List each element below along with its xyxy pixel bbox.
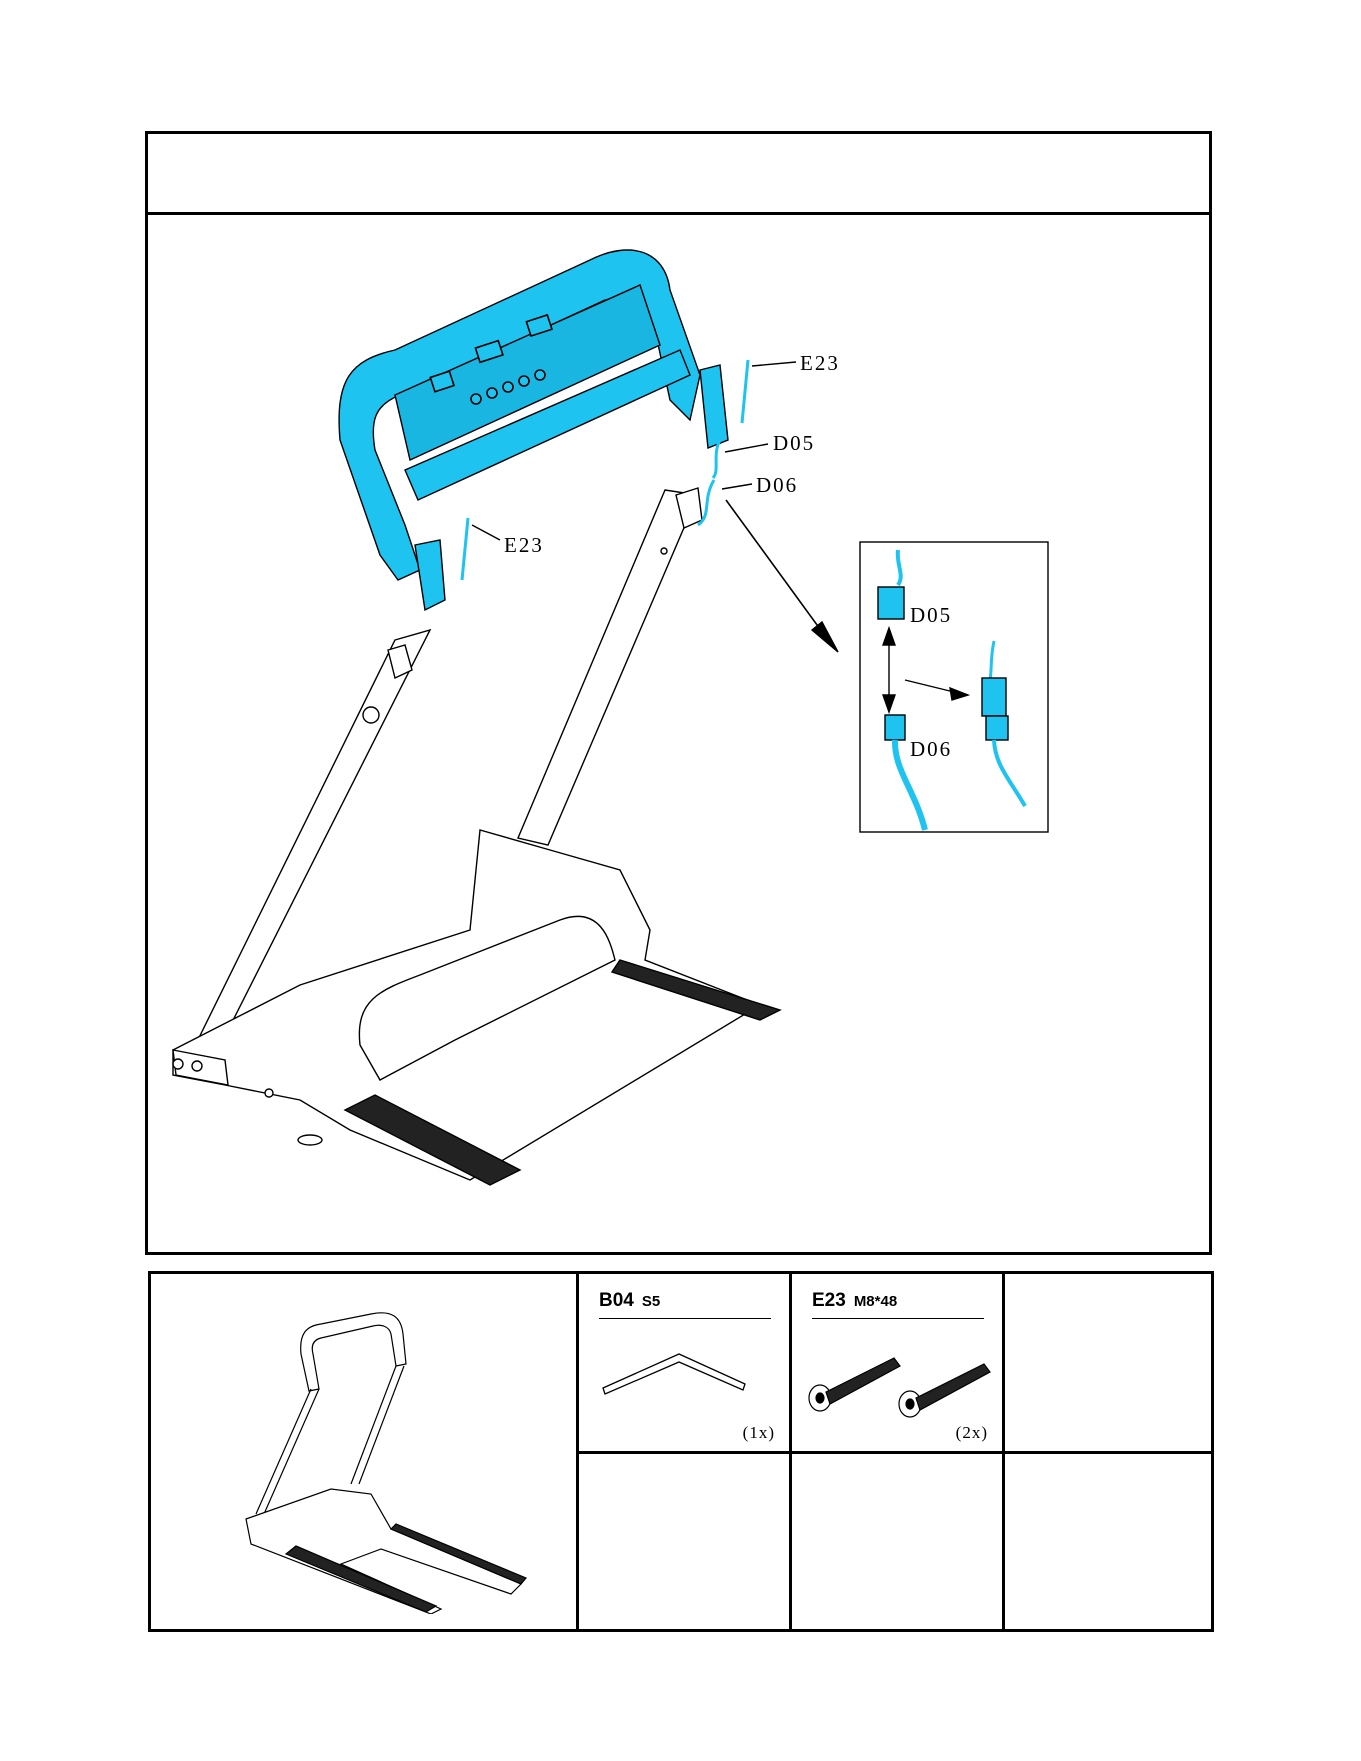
- callout-d06: D06: [756, 473, 798, 497]
- connector-inset: [860, 542, 1048, 832]
- part-cell-b04: B04 S5 (1x): [579, 1274, 789, 1451]
- part-qty: (2x): [956, 1423, 988, 1443]
- treadmill-base: [173, 830, 780, 1185]
- callout-d05: D05: [773, 431, 815, 455]
- divider: [599, 1318, 771, 1319]
- part-spec: M8*48: [854, 1293, 897, 1310]
- part-code: B04: [599, 1290, 634, 1311]
- inset-label-d06: D06: [910, 737, 952, 761]
- parts-table: B04 S5 (1x) E23 M8*48 (2x): [148, 1271, 1214, 1632]
- treadmill-thumbnail: [191, 1294, 551, 1614]
- allen-key-icon: [599, 1344, 749, 1404]
- part-spec: S5: [642, 1293, 660, 1310]
- part-cell-e23: E23 M8*48 (2x): [792, 1274, 1002, 1451]
- inset-label-d05: D05: [910, 603, 952, 627]
- part-code: E23: [812, 1290, 846, 1311]
- table-divider: [576, 1451, 1211, 1454]
- bolt-icon: [806, 1352, 996, 1422]
- callout-e23-top: E23: [800, 351, 840, 375]
- callout-e23-left: E23: [504, 533, 544, 557]
- part-qty: (1x): [743, 1423, 775, 1443]
- divider: [812, 1318, 984, 1319]
